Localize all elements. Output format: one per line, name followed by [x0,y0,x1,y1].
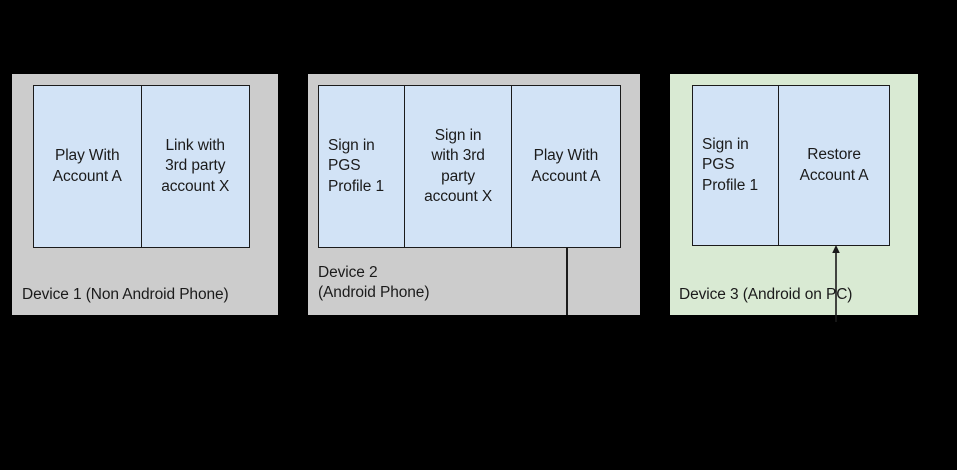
device-label-device-1: Device 1 (Non Android Phone) [22,286,229,303]
device-label-device-2: Device 2 (Android Phone) [318,264,430,301]
step-box-sign-in-pgs-profile-1-d2[interactable]: Sign in PGS Profile 1 [319,86,406,247]
step-box-sign-in-pgs-profile-1-d3[interactable]: Sign in PGS Profile 1 [693,86,780,245]
step-box-restore-account-a[interactable]: Restore Account A [779,86,889,245]
arrowhead-icon [832,245,840,253]
step-row-device-1: Play With Account A Link with 3rd party … [33,85,250,248]
step-row-device-2: Sign in PGS Profile 1 Sign in with 3rd p… [318,85,621,248]
device-label-device-3: Device 3 (Android on PC) [679,286,853,303]
step-row-device-3: Sign in PGS Profile 1 Restore Account A [692,85,890,246]
step-box-link-with-3rd-party-account-x[interactable]: Link with 3rd party account X [141,86,249,247]
connector-restore-account-arrow [832,245,840,322]
connector-device2-drop-line [566,248,568,315]
step-box-sign-in-with-3rd-party-account-x[interactable]: Sign in with 3rd party account X [405,86,512,247]
step-box-play-with-account-a-d2[interactable]: Play With Account A [511,86,620,247]
step-box-play-with-account-a-d1[interactable]: Play With Account A [34,86,142,247]
